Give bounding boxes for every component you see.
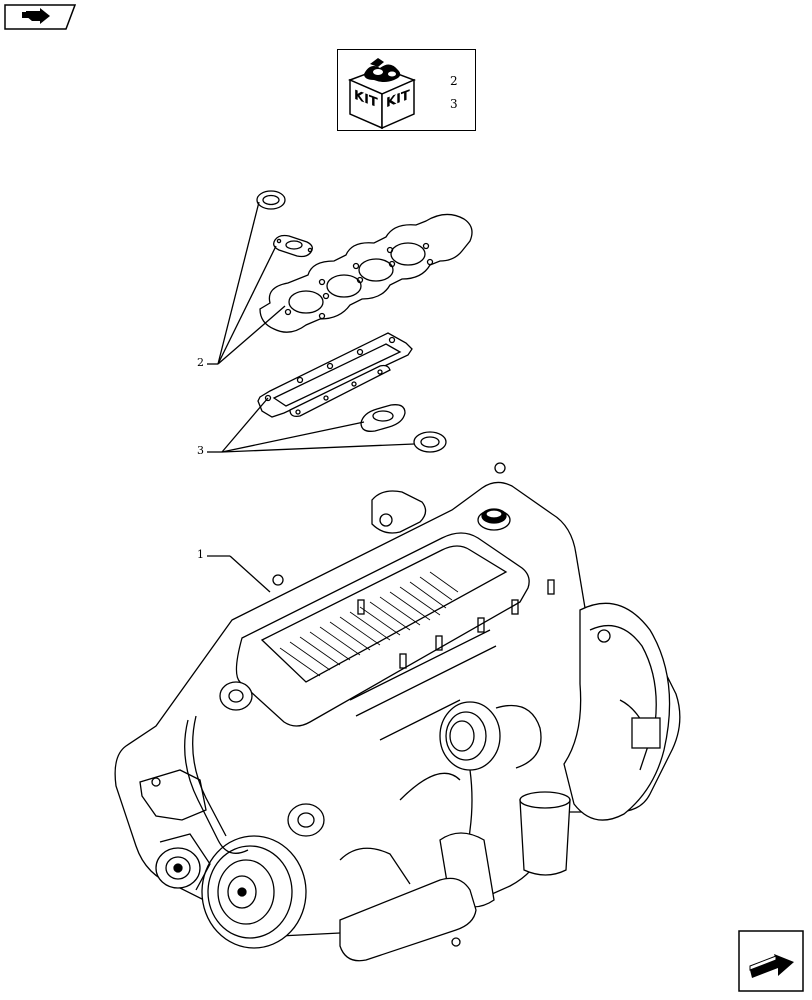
callout-1: 1 [197, 548, 204, 561]
leader-line-1 [207, 555, 271, 593]
kit-item-3: 3 [450, 97, 458, 111]
engine-mount-bracket [139, 769, 207, 821]
next-page-arrow-icon [738, 930, 804, 992]
leader-lines-2 [207, 201, 286, 365]
washer-lower [413, 431, 447, 453]
callout-3: 3 [197, 444, 204, 457]
kit-box-icon [348, 58, 416, 130]
next-page-button[interactable] [738, 930, 804, 992]
alternator [155, 833, 211, 891]
engine-assembly [114, 462, 681, 962]
washer-upper [256, 190, 286, 210]
flywheel-housing [563, 602, 671, 821]
flange-gasket-upper [273, 234, 313, 258]
cylinder-head-gasket [259, 213, 473, 333]
kit-legend-box: KIT KIT 2 3 [337, 49, 476, 131]
callout-2: 2 [197, 356, 204, 369]
oil-filter [519, 791, 571, 876]
strip-gasket [289, 364, 391, 418]
manifold-gasket-frame [257, 332, 413, 418]
flange-gasket-lower [360, 404, 406, 432]
kit-item-2: 2 [450, 74, 458, 88]
leader-lines-3 [207, 397, 415, 453]
turbocharger [439, 701, 542, 908]
previous-page-button[interactable] [4, 4, 76, 30]
previous-page-arrow-icon [4, 4, 76, 30]
crank-pulley [201, 835, 307, 949]
